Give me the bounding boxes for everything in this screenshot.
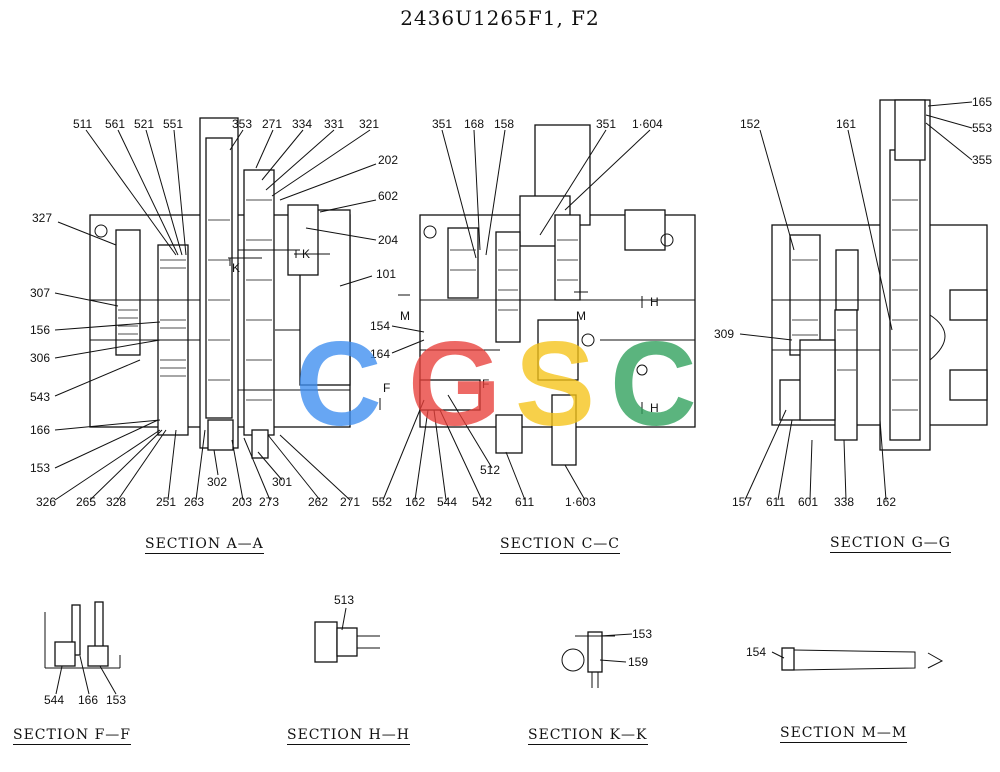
- section-mm-drawing: [781, 647, 944, 671]
- section-title-cc: SECTION C—C: [500, 536, 620, 554]
- part-label: 326: [36, 495, 56, 509]
- part-label: 338: [834, 495, 854, 509]
- part-label: 164: [370, 347, 390, 361]
- section-cut-markers: [229, 250, 643, 414]
- part-label: 309: [714, 327, 734, 341]
- svg-text:C: C: [610, 317, 697, 451]
- part-label: 1·603: [565, 495, 596, 509]
- part-label: 543: [30, 390, 50, 404]
- part-label: 153: [30, 461, 50, 475]
- part-label: 168: [464, 117, 484, 131]
- marker-k1: K: [232, 261, 240, 275]
- section-title-hh: SECTION H—H: [287, 727, 410, 745]
- section-title-aa: SECTION A—A: [145, 536, 264, 554]
- part-label: 351: [596, 117, 616, 131]
- part-label: 307: [30, 286, 50, 300]
- part-label: 154: [746, 645, 766, 659]
- part-label: 156: [30, 323, 50, 337]
- section-hh-drawing: [314, 621, 380, 663]
- part-label: 602: [378, 189, 398, 203]
- section-kk-drawing: [561, 631, 615, 688]
- part-label: 162: [876, 495, 896, 509]
- part-label: 202: [378, 153, 398, 167]
- part-label: 302: [207, 475, 227, 489]
- part-label: 165: [972, 95, 992, 109]
- part-label: 542: [472, 495, 492, 509]
- svg-text:C: C: [295, 317, 382, 451]
- marker-f2: F: [482, 377, 489, 391]
- part-label: 334: [292, 117, 312, 131]
- part-label: 611: [515, 495, 534, 509]
- svg-text:G: G: [408, 317, 501, 451]
- part-label: 512: [480, 463, 500, 477]
- cgsc-watermark-logo: C G S C: [295, 317, 697, 451]
- part-label: 273: [259, 495, 279, 509]
- drawing-title: 2436U1265F1, F2: [400, 6, 600, 30]
- leader-lines: [54, 101, 973, 695]
- part-label: 355: [972, 153, 992, 167]
- section-aa-drawing: [89, 117, 351, 459]
- part-label: 158: [494, 117, 514, 131]
- part-label: 521: [134, 117, 154, 131]
- part-label: 263: [184, 495, 204, 509]
- part-label: 331: [324, 117, 344, 131]
- part-label: 204: [378, 233, 398, 247]
- marker-m2: M: [576, 309, 586, 323]
- part-label: 351: [432, 117, 452, 131]
- part-label: 153: [106, 693, 126, 707]
- part-label: 166: [30, 423, 50, 437]
- part-label: 203: [232, 495, 252, 509]
- section-ff-drawing: [44, 601, 121, 669]
- part-label: 601: [798, 495, 818, 509]
- part-label: 101: [376, 267, 396, 281]
- part-label: 306: [30, 351, 50, 365]
- part-label: 552: [372, 495, 392, 509]
- section-title-ff: SECTION F—F: [13, 727, 131, 745]
- part-label: 251: [156, 495, 176, 509]
- part-label: 511: [73, 117, 92, 131]
- section-cc-drawing: [419, 124, 696, 466]
- section-title-gg: SECTION G—G: [830, 535, 951, 553]
- part-label: 271: [262, 117, 282, 131]
- marker-h1: H: [650, 295, 659, 309]
- part-label: 161: [836, 117, 856, 131]
- part-label: 513: [334, 593, 354, 607]
- marker-h2: H: [650, 401, 659, 415]
- part-label: 353: [232, 117, 252, 131]
- section-title-kk: SECTION K—K: [528, 727, 648, 745]
- part-label: 544: [437, 495, 457, 509]
- part-label: 166: [78, 693, 98, 707]
- part-label: 1·604: [632, 117, 663, 131]
- part-label: 327: [32, 211, 52, 225]
- svg-text:S: S: [515, 317, 595, 451]
- part-label: 561: [105, 117, 125, 131]
- part-label: 152: [740, 117, 760, 131]
- part-label: 553: [972, 121, 992, 135]
- part-label: 551: [163, 117, 183, 131]
- part-label: 159: [628, 655, 648, 669]
- part-label: 157: [732, 495, 752, 509]
- part-label: 271: [340, 495, 360, 509]
- part-label: 153: [632, 627, 652, 641]
- section-title-mm: SECTION M—M: [780, 725, 908, 743]
- part-label: 265: [76, 495, 96, 509]
- part-label: 321: [359, 117, 379, 131]
- marker-k2: K: [302, 247, 310, 261]
- section-gg-drawing: [771, 99, 988, 451]
- part-label: 162: [405, 495, 425, 509]
- part-label: 301: [272, 475, 292, 489]
- part-label: 611: [766, 495, 785, 509]
- part-label: 262: [308, 495, 328, 509]
- part-label: 154: [370, 319, 390, 333]
- marker-f1: F: [383, 381, 390, 395]
- marker-m1: M: [400, 309, 410, 323]
- part-label: 328: [106, 495, 126, 509]
- part-label: 544: [44, 693, 64, 707]
